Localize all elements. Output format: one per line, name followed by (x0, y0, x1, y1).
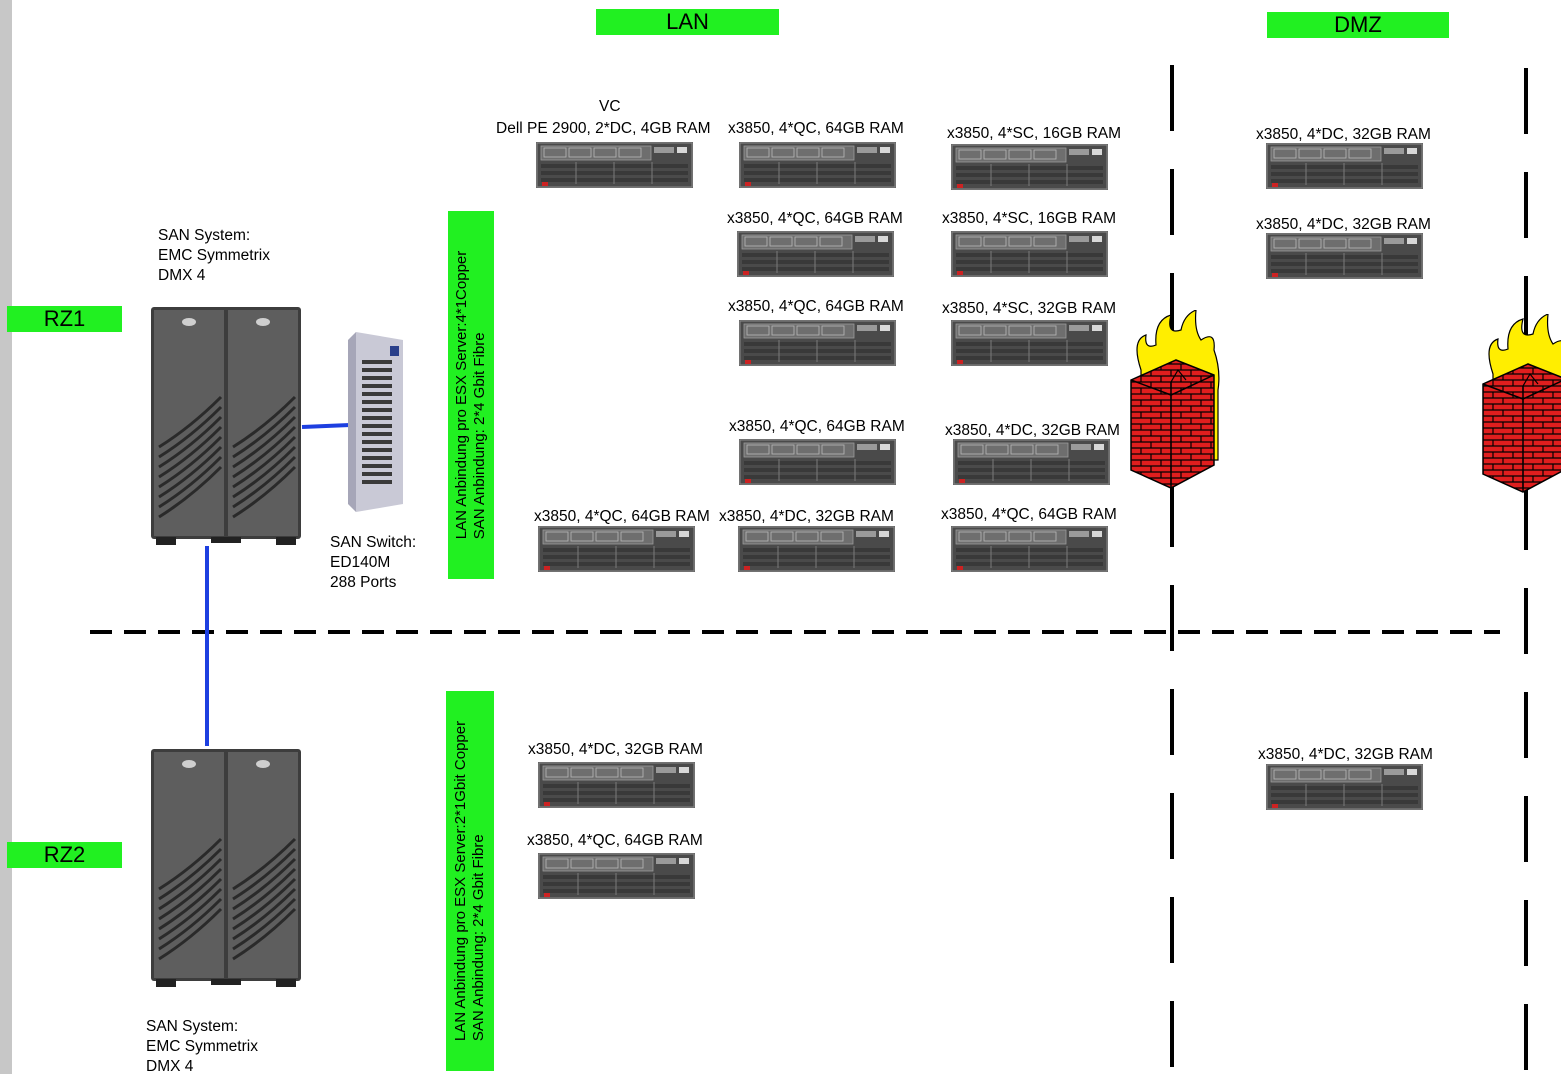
rz1-san-storage-icon (151, 307, 301, 545)
server-icon (538, 762, 695, 808)
dmz-outer-firewall-icon (1478, 314, 1561, 494)
server-label: x3850, 4*DC, 32GB RAM (719, 508, 894, 525)
rz1-connection-label: LAN Anbindung pro ESX Server:4*1Copper S… (448, 211, 494, 579)
server-label: x3850, 4*DC, 32GB RAM (945, 422, 1120, 439)
left-margin-bar (0, 0, 12, 1074)
server-icon (1266, 143, 1423, 189)
server-icon (951, 320, 1108, 366)
rz2-site-label: RZ2 (7, 842, 122, 868)
dmz-zone-label: DMZ (1267, 12, 1449, 38)
server-icon (737, 231, 894, 277)
server-icon (739, 142, 896, 188)
server-icon (951, 144, 1108, 190)
vc-server-title: VC (599, 98, 621, 115)
server-label: x3850, 4*SC, 32GB RAM (942, 300, 1117, 317)
server-label: x3850, 4*DC, 32GB RAM (1256, 126, 1431, 143)
server-icon (1266, 764, 1423, 810)
server-icon (951, 231, 1108, 277)
server-label: x3850, 4*QC, 64GB RAM (534, 508, 710, 525)
lan-dmz-firewall-icon (1126, 310, 1221, 490)
server-label: x3850, 4*QC, 64GB RAM (527, 832, 703, 849)
server-icon (1266, 233, 1423, 279)
server-label: x3850, 4*DC, 32GB RAM (1256, 216, 1431, 233)
server-label: x3850, 4*DC, 32GB RAM (528, 741, 703, 758)
server-label: x3850, 4*QC, 64GB RAM (941, 506, 1117, 523)
server-label: x3850, 4*QC, 64GB RAM (727, 210, 903, 227)
vc-server-spec: Dell PE 2900, 2*DC, 4GB RAM (496, 120, 711, 137)
vc-server-icon (536, 142, 693, 188)
server-label: x3850, 4*SC, 16GB RAM (942, 210, 1117, 227)
lan-zone-label: LAN (596, 9, 779, 35)
server-icon (738, 526, 895, 572)
server-icon (953, 439, 1110, 485)
server-label: x3850, 4*SC, 16GB RAM (947, 125, 1122, 142)
san-switch-link (301, 423, 351, 429)
server-icon (538, 853, 695, 899)
server-icon (951, 526, 1108, 572)
server-label: x3850, 4*QC, 64GB RAM (728, 120, 904, 137)
rz2-san-storage-icon (151, 749, 301, 987)
server-icon (739, 439, 896, 485)
server-label: x3850, 4*QC, 64GB RAM (729, 418, 905, 435)
rz2-connection-label: LAN Anbindung pro ESX Server:2*1Gbit Cop… (446, 691, 494, 1071)
server-label: x3850, 4*DC, 32GB RAM (1258, 746, 1433, 763)
server-icon (739, 320, 896, 366)
server-icon (538, 526, 695, 572)
server-label: x3850, 4*QC, 64GB RAM (728, 298, 904, 315)
san-switch-icon (348, 332, 408, 512)
rz1-site-label: RZ1 (7, 306, 122, 332)
